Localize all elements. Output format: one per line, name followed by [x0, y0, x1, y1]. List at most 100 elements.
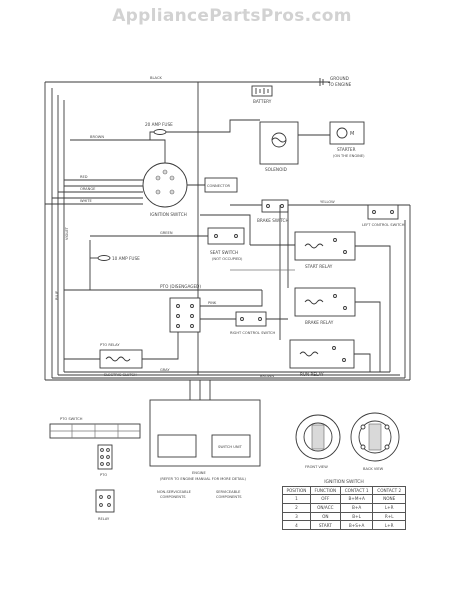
- ignition-table-cell: L+R: [372, 520, 406, 531]
- switch-unit-label: SWITCH UNIT: [218, 445, 243, 449]
- start-relay-box: [294, 231, 356, 261]
- run-relay-label: RUN RELAY: [300, 372, 324, 377]
- wire-yellow-label: YELLOW: [320, 200, 335, 204]
- ignition-table-title: IGNITION SWITCH: [324, 480, 364, 485]
- wire-brown-label-bottom: BROWN: [260, 374, 274, 378]
- pto-switch-group: PTO (DISENGAGED) PINK: [64, 284, 263, 333]
- pto-switch-disengaged-label: PTO (DISENGAGED): [160, 284, 201, 289]
- not-occupied-label: (NOT OCCUPIED): [212, 257, 243, 261]
- fuse-10a-group: 10 AMP FUSE: [90, 255, 140, 261]
- brake-relay-label: BRAKE RELAY: [305, 320, 334, 325]
- switch-unit-box: [211, 434, 251, 458]
- ignition-switch-group: IGNITION SWITCH CONNECTOR RED ORANGE WHI…: [45, 135, 238, 217]
- battery-symbol: [251, 85, 273, 97]
- ignition-table-cell: ON/ACC: [309, 502, 341, 513]
- diode-connector: [204, 177, 238, 193]
- seat-switch-box: [207, 227, 245, 245]
- ground-label: GROUND: [330, 76, 349, 81]
- svg-text:M: M: [350, 131, 354, 137]
- left-control-switch-box: [367, 204, 399, 220]
- electric-clutch-label: ELECTRIC CLUTCH: [104, 373, 137, 377]
- ignition-table-header-cell: POSITION: [282, 486, 311, 495]
- back-view-label: BACK VIEW: [363, 467, 384, 471]
- wire-black-label-top: BLACK: [150, 76, 162, 80]
- solenoid-group: SOLENOID: [259, 121, 330, 172]
- wire-brown-label: BROWN: [90, 135, 104, 139]
- site-watermark: AppliancePartsPros.com: [112, 6, 352, 26]
- pto-switch-detail-label: PTO SWITCH: [60, 417, 83, 421]
- fuse-20a-group: 20 AMP FUSE: [145, 119, 260, 140]
- wire-red-label: RED: [80, 175, 88, 179]
- brake-relay-group: BRAKE RELAY: [294, 287, 356, 325]
- ignition-switch-label: IGNITION SWITCH: [150, 212, 187, 217]
- pto-switch-pins: [97, 444, 113, 470]
- to-engine-label: TO ENGINE: [327, 82, 352, 87]
- ignition-switch-views: FRONT VIEW BACK VIEW: [295, 412, 400, 471]
- ignition-table-cell: B+S+A: [339, 520, 374, 531]
- wire-gray-label: GRAY: [160, 368, 170, 372]
- battery-group: BATTERY GROUND TO ENGINE BLACK: [150, 76, 352, 104]
- start-relay-group: START RELAY: [294, 231, 356, 269]
- pto-relay-label: PTO RELAY: [100, 343, 120, 347]
- ignition-table-cell: START: [309, 520, 341, 531]
- ignition-table-header-cell: CONTACT 1: [339, 486, 374, 495]
- brake-switch-group: BRAKE SWITCH LEFT CONTROL SWITCH YELLOW: [230, 199, 410, 227]
- right-control-switch-label: RIGHT CONTROL SWITCH: [230, 331, 275, 335]
- outer-harness: [44, 81, 411, 381]
- ignition-table-cell: 4: [282, 520, 311, 531]
- engine-box-group: SWITCH UNIT ENGINE (REFER TO ENGINE MANU…: [149, 380, 261, 499]
- run-relay-box: [289, 339, 355, 369]
- ignition-switch-symbol: [142, 162, 188, 208]
- relay-detail-label: RELAY: [98, 517, 110, 521]
- components-label-1: COMPONENTS: [160, 495, 186, 499]
- engine-note-label: ENGINE: [192, 471, 206, 475]
- seat-switch-label: SEAT SWITCH: [210, 250, 238, 255]
- starter-label: STARTER: [337, 147, 356, 152]
- fuse-20a-symbol: [153, 129, 167, 135]
- fuse-20a-label: 20 AMP FUSE: [145, 122, 173, 127]
- pto-pin-label: PTO: [100, 473, 107, 477]
- fuse-10a-label: 10 AMP FUSE: [112, 256, 140, 261]
- relay-detail-box: [95, 489, 115, 513]
- serviceable-label: SERVICEABLE: [216, 490, 241, 494]
- ignition-table-cell: L+R: [372, 502, 406, 513]
- ignition-table-cell: B+L: [339, 511, 374, 522]
- ignition-table-cell: R+L: [372, 511, 406, 522]
- electric-clutch-group: PTO RELAY ELECTRIC CLUTCH: [64, 332, 179, 377]
- ignition-table-cell: 2: [282, 502, 311, 513]
- wire-pink-label: PINK: [208, 301, 217, 305]
- fuse-10a-symbol: [97, 255, 111, 261]
- right-control-switch-group: RIGHT CONTROL SWITCH: [200, 311, 288, 335]
- battery-label: BATTERY: [253, 99, 272, 104]
- ignition-table-cell: B+M+A: [339, 494, 374, 504]
- ignition-table-cell: OFF: [309, 494, 341, 504]
- ignition-table-header-cell: CONTACT 2: [372, 486, 406, 495]
- front-view-label: FRONT VIEW: [305, 465, 328, 469]
- brake-relay-box: [294, 287, 356, 317]
- ignition-table-cell: B+A: [339, 502, 374, 513]
- ignition-table-header-cell: FUNCTION: [309, 486, 341, 495]
- brake-switch-box: [261, 199, 289, 213]
- connector-label: CONNECTOR: [207, 184, 231, 188]
- wire-green-label: GREEN: [160, 231, 173, 235]
- engine-manual-label: (REFER TO ENGINE MANUAL FOR MORE DETAIL): [160, 477, 247, 481]
- components-label-2: COMPONENTS: [216, 495, 242, 499]
- ignition-table-cell: NONE: [372, 494, 406, 504]
- relay-wiring: [230, 205, 391, 372]
- solenoid-label: SOLENOID: [265, 167, 287, 172]
- starter-group: M STARTER (ON THE ENGINE): [329, 121, 365, 158]
- wire-orange-label: ORANGE: [80, 187, 96, 191]
- wire-white-label: WHITE: [80, 199, 93, 203]
- on-engine-label: (ON THE ENGINE): [333, 154, 365, 158]
- left-control-switch-label: LEFT CONTROL SWITCH: [362, 223, 405, 227]
- non-serviceable-label: NON-SERVICEABLE: [157, 490, 192, 494]
- ignition-table-cell: 3: [282, 511, 311, 522]
